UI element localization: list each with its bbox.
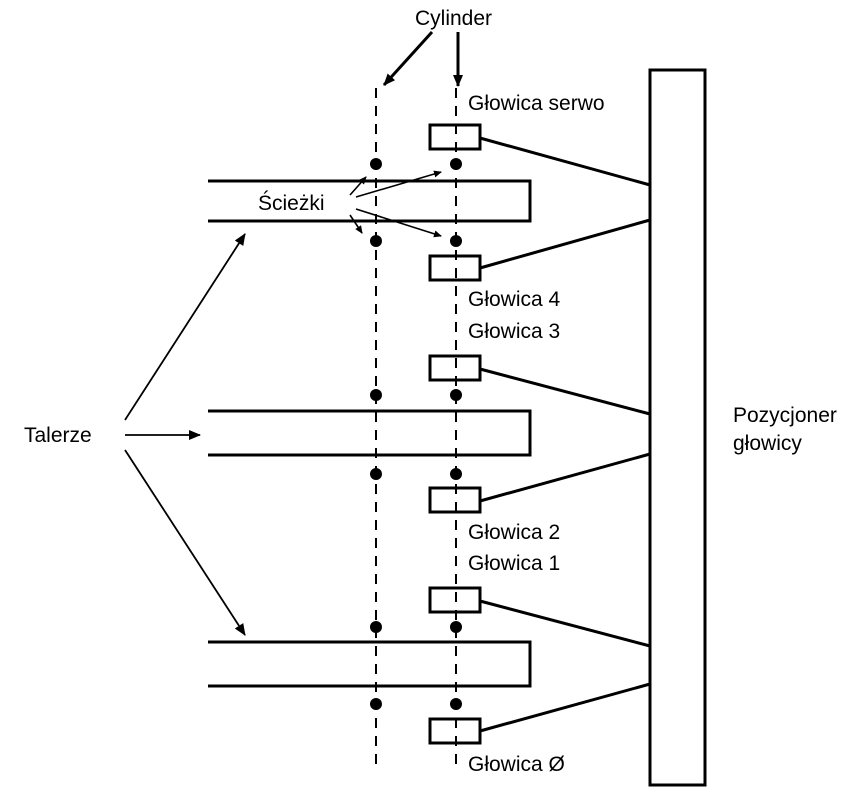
tracks-arrow xyxy=(349,176,367,196)
tracks-label: Ścieżki xyxy=(258,191,325,215)
cylinder-label: Cylinder xyxy=(415,7,492,30)
head-label-1: Głowica 1 xyxy=(468,552,560,575)
head-arm xyxy=(479,452,651,503)
head-arm xyxy=(479,218,651,270)
tracks-arrow xyxy=(349,214,363,234)
track-dot xyxy=(450,468,462,480)
track-dot xyxy=(450,235,462,247)
platters-arrow-bottom xyxy=(124,449,246,636)
track-dot xyxy=(370,235,382,247)
head-label-2: Głowica 2 xyxy=(468,521,560,544)
track-dot xyxy=(450,158,462,170)
head-arm xyxy=(479,599,651,648)
platter-bottom xyxy=(208,640,532,688)
positioner-label-line1: Pozycjoner xyxy=(733,404,837,427)
platter-middle xyxy=(208,409,532,457)
track-dot xyxy=(370,698,382,710)
track-dot xyxy=(370,621,382,633)
track-dot xyxy=(450,698,462,710)
head-servo xyxy=(428,123,651,187)
head-positioner xyxy=(648,68,707,787)
head-1 xyxy=(428,586,651,648)
track-dot xyxy=(370,389,382,401)
head-0 xyxy=(428,682,651,745)
head-4 xyxy=(428,218,651,282)
platters-arrow-top xyxy=(124,233,246,421)
cylinder-arrow-left xyxy=(382,30,434,87)
tracks-arrow xyxy=(355,170,442,198)
head-arm xyxy=(479,682,651,733)
tracks-arrow xyxy=(355,208,442,238)
positioner-label-line2: głowicy xyxy=(733,432,802,455)
head-2 xyxy=(428,452,651,514)
head-label-0: Głowica Ø xyxy=(468,753,565,776)
track-dot xyxy=(450,389,462,401)
head-3 xyxy=(428,354,651,416)
platter-top xyxy=(208,179,532,223)
track-dots xyxy=(370,158,462,710)
head-label-4: Głowica 4 xyxy=(468,288,561,311)
head-label-3: Głowica 3 xyxy=(468,320,560,343)
track-dot xyxy=(370,468,382,480)
track-dot xyxy=(450,621,462,633)
head-label-servo: Głowica serwo xyxy=(468,92,605,115)
head-arm xyxy=(479,367,651,416)
track-dot xyxy=(370,158,382,170)
head-arm xyxy=(479,136,651,187)
platters-label: Talerze xyxy=(24,424,92,447)
